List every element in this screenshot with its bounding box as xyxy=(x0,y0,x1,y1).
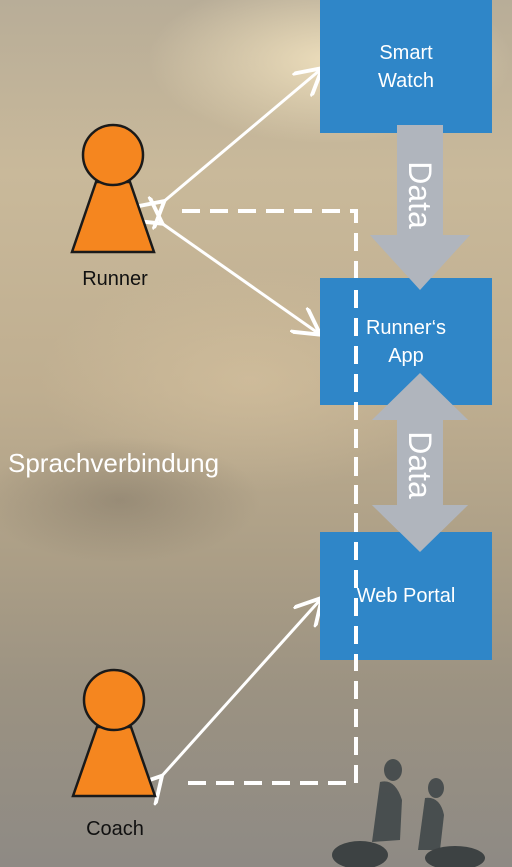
coach-portal-arrow xyxy=(160,600,320,778)
smart-watch-label: Smart Watch xyxy=(378,41,434,92)
runner-actor-icon xyxy=(70,123,156,254)
voice-connection-label: Sprachverbindung xyxy=(8,448,220,478)
runner-app-arrow xyxy=(160,222,318,333)
web-portal-box: Web Portal xyxy=(320,532,492,660)
smart-watch-box: Smart Watch xyxy=(320,0,492,133)
data-label-app-to-portal: Data xyxy=(402,431,438,499)
web-portal-label: Web Portal xyxy=(356,585,456,607)
coach-actor-icon xyxy=(71,668,157,798)
coach-label: Coach xyxy=(86,818,144,840)
data-label-watch-to-app: Data xyxy=(402,161,438,229)
runner-app-label: Runner‘s App xyxy=(365,316,447,367)
runner-label: Runner xyxy=(82,268,148,290)
cyclists-silhouette xyxy=(332,759,485,867)
runner-watch-arrow xyxy=(162,70,320,203)
runner-app-box: Runner‘s App xyxy=(320,278,492,405)
